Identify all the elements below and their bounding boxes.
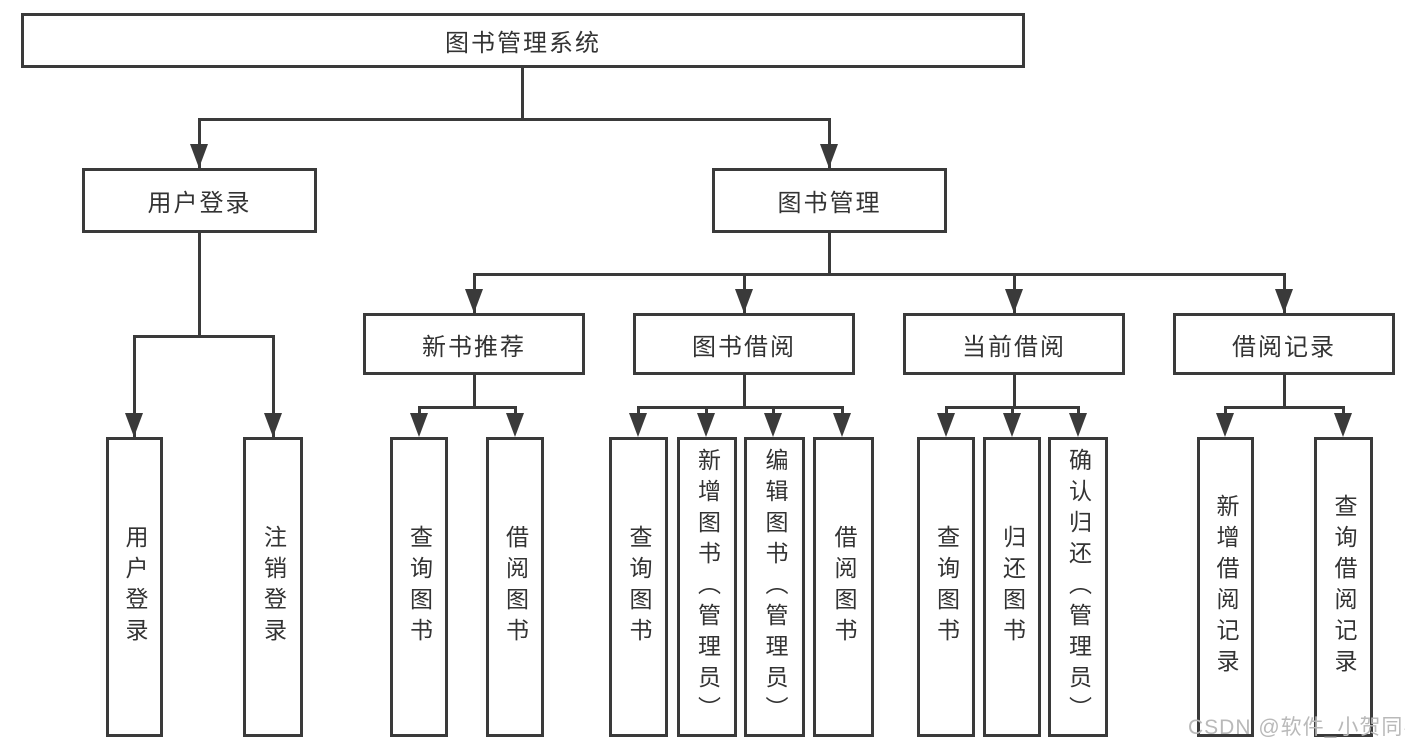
node-current-borrowing: 当前借阅 [903, 313, 1125, 375]
node-label: 新书推荐 [422, 333, 526, 361]
node-label: 图书借阅 [692, 333, 796, 361]
connector-current-borrow-stub [1013, 375, 1016, 406]
arrow-down-br-query [1334, 413, 1352, 437]
leaf-borrow-edit-books-admin: 编辑图书（管理员） [744, 437, 805, 737]
leaf-label: 新增借阅记录 [1213, 494, 1239, 680]
arrow-down-nb-borrow [506, 413, 524, 437]
connector-user-login-stub [198, 233, 201, 335]
connector-new-books-hline [418, 406, 517, 409]
leaf-label: 借阅图书 [831, 525, 857, 649]
node-label: 当前借阅 [962, 333, 1066, 361]
arrow-down-cb-query [937, 413, 955, 437]
arrow-down-book-management [820, 144, 838, 168]
csdn-watermark: CSDN @软件_小贺同学 [1188, 716, 1405, 739]
leaf-label: 编辑图书（管理员） [762, 447, 788, 727]
node-borrowing-records: 借阅记录 [1173, 313, 1395, 375]
connector-drop-user-login [198, 118, 201, 168]
connector-root-stub [521, 68, 524, 118]
node-label: 图书管理 [777, 190, 882, 217]
connector-drop-leaf-login [133, 335, 136, 437]
leaf-newbooks-query-books: 查询图书 [390, 437, 448, 737]
leaf-label: 查询图书 [406, 525, 433, 649]
node-book-management: 图书管理 [712, 168, 947, 233]
node-new-book-recommendation: 新书推荐 [363, 313, 585, 375]
node-label: 借阅记录 [1232, 333, 1336, 361]
leaf-current-query-books: 查询图书 [917, 437, 975, 737]
arrow-down-br-add [1216, 413, 1234, 437]
arrow-down-book-borrow [735, 289, 753, 313]
leaf-label: 新增图书（管理员） [694, 447, 721, 727]
connector-user-login-hline [133, 335, 275, 338]
arrow-down-user-login [190, 144, 208, 168]
leaf-label: 借阅图书 [502, 525, 529, 649]
arrow-down-nb-query [410, 413, 428, 437]
leaf-borrow-add-books-admin: 新增图书（管理员） [677, 437, 737, 737]
connector-level1-hline [198, 118, 831, 121]
arrow-down-borrow-records [1275, 289, 1293, 313]
leaf-newbooks-borrow-books: 借阅图书 [486, 437, 544, 737]
leaf-records-query-record: 查询借阅记录 [1314, 437, 1373, 737]
connector-drop-leaf-logout [272, 335, 275, 437]
arrow-down-new-books [465, 289, 483, 313]
leaf-current-confirm-return-admin: 确认归还（管理员） [1048, 437, 1108, 737]
node-root-book-management-system: 图书管理系统 [21, 13, 1025, 68]
leaf-label: 查询图书 [933, 525, 960, 649]
arrow-down-leaf-logout [264, 413, 282, 437]
leaf-label: 归还图书 [999, 525, 1026, 649]
arrow-down-bb-query [629, 413, 647, 437]
leaf-borrow-query-books: 查询图书 [609, 437, 668, 737]
arrow-down-leaf-login [125, 413, 143, 437]
connector-drop-book-management [828, 118, 831, 168]
connector-book-management-stub [828, 233, 831, 273]
leaf-user-login: 用户登录 [106, 437, 163, 737]
arrow-down-cb-return [1003, 413, 1021, 437]
connector-book-borrow-stub [743, 375, 746, 406]
node-label: 用户登录 [147, 190, 252, 217]
node-book-borrowing: 图书借阅 [633, 313, 855, 375]
node-user-login: 用户登录 [82, 168, 317, 233]
connector-level3-hline [473, 273, 1286, 276]
leaf-label: 查询借阅记录 [1331, 494, 1357, 680]
connector-book-borrow-hline [637, 406, 844, 409]
connector-borrow-records-hline [1224, 406, 1345, 409]
arrow-down-bb-add [697, 413, 715, 437]
leaf-logout: 注销登录 [243, 437, 303, 737]
leaf-label: 确认归还（管理员） [1065, 447, 1092, 727]
arrow-down-current-borrow [1005, 289, 1023, 313]
leaf-borrow-borrow-books: 借阅图书 [813, 437, 874, 737]
leaf-records-add-record: 新增借阅记录 [1197, 437, 1254, 737]
connector-new-books-stub [473, 375, 476, 406]
node-label: 图书管理系统 [445, 30, 601, 57]
leaf-current-return-books: 归还图书 [983, 437, 1041, 737]
connector-borrow-records-stub [1283, 375, 1286, 406]
arrow-down-cb-confirm [1069, 413, 1087, 437]
leaf-label: 查询图书 [626, 525, 652, 649]
leaf-label: 用户登录 [122, 525, 148, 649]
arrow-down-bb-borrow [833, 413, 851, 437]
leaf-label: 注销登录 [260, 525, 287, 649]
arrow-down-bb-edit [764, 413, 782, 437]
